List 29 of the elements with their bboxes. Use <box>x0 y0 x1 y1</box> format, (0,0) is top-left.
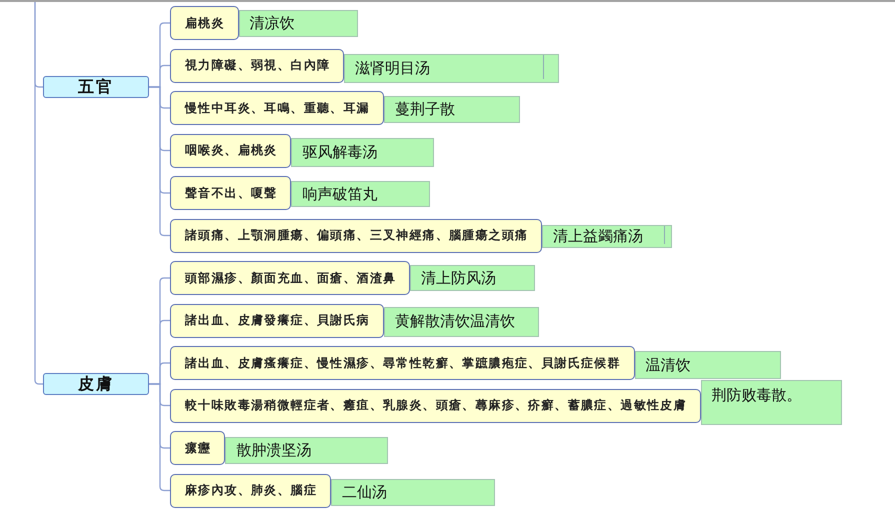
remedy-note: 驱风解毒汤 <box>291 138 434 166</box>
remedy-note: 温清饮 <box>634 351 781 379</box>
remedy-note: 响声破笛丸 <box>291 181 430 207</box>
remedy-note: 荆防败毒散。 <box>700 380 842 424</box>
symptom-box: 諸頭痛、上顎洞腫瘍、偏頭痛、三叉神經痛、腦腫瘍之頭痛 <box>170 218 542 252</box>
remedy-note: 二仙汤 <box>331 478 495 506</box>
remedy-note: 清上防风汤 <box>410 265 536 291</box>
symptom-box: 扁桃炎 <box>170 6 239 40</box>
symptom-box: 慢性中耳炎、耳鳴、重聽、耳漏 <box>170 91 384 125</box>
symptom-box: 諸出血、皮膚發癢症、貝謝氏病 <box>170 304 384 338</box>
symptom-box: 聲音不出、嗄聲 <box>170 176 292 210</box>
symptom-box: 視力障礙、弱視、白內障 <box>170 48 344 82</box>
connector-line <box>149 383 170 492</box>
symptom-box: 咽喉炎、扁桃炎 <box>170 134 292 168</box>
remedy-note: 清上益蠲痛汤 <box>542 224 672 248</box>
symptom-box: 瘰癧 <box>170 431 226 465</box>
remedy-note: 滋肾明目汤 <box>344 54 560 82</box>
symptom-box: 諸出血、皮膚瘙癢症、慢性濕疹、尋常性乾癬、掌蹠膿疱症、貝謝氏症候群 <box>170 346 635 380</box>
category-box: 皮膚 <box>43 373 149 395</box>
remedy-note: 散肿溃坚汤 <box>225 437 388 464</box>
category-box: 五官 <box>43 76 149 98</box>
remedy-note: 清凉饮 <box>238 10 358 37</box>
remedy-note: 黄解散清饮温清饮 <box>384 306 539 336</box>
remedy-note: 蔓荆子散 <box>384 96 520 123</box>
symptom-box: 較十味敗毒湯稍微輕症者、癰疽、乳腺炎、頭瘡、蕁麻疹、疥癬、蓄膿症、過敏性皮膚 <box>170 388 701 422</box>
connector-line <box>149 86 170 236</box>
connector-line <box>34 2 43 385</box>
symptom-box: 麻疹內攻、肺炎、腦症 <box>170 474 331 508</box>
symptom-box: 頭部濕疹、顏面充血、面瘡、酒渣鼻 <box>170 261 410 295</box>
